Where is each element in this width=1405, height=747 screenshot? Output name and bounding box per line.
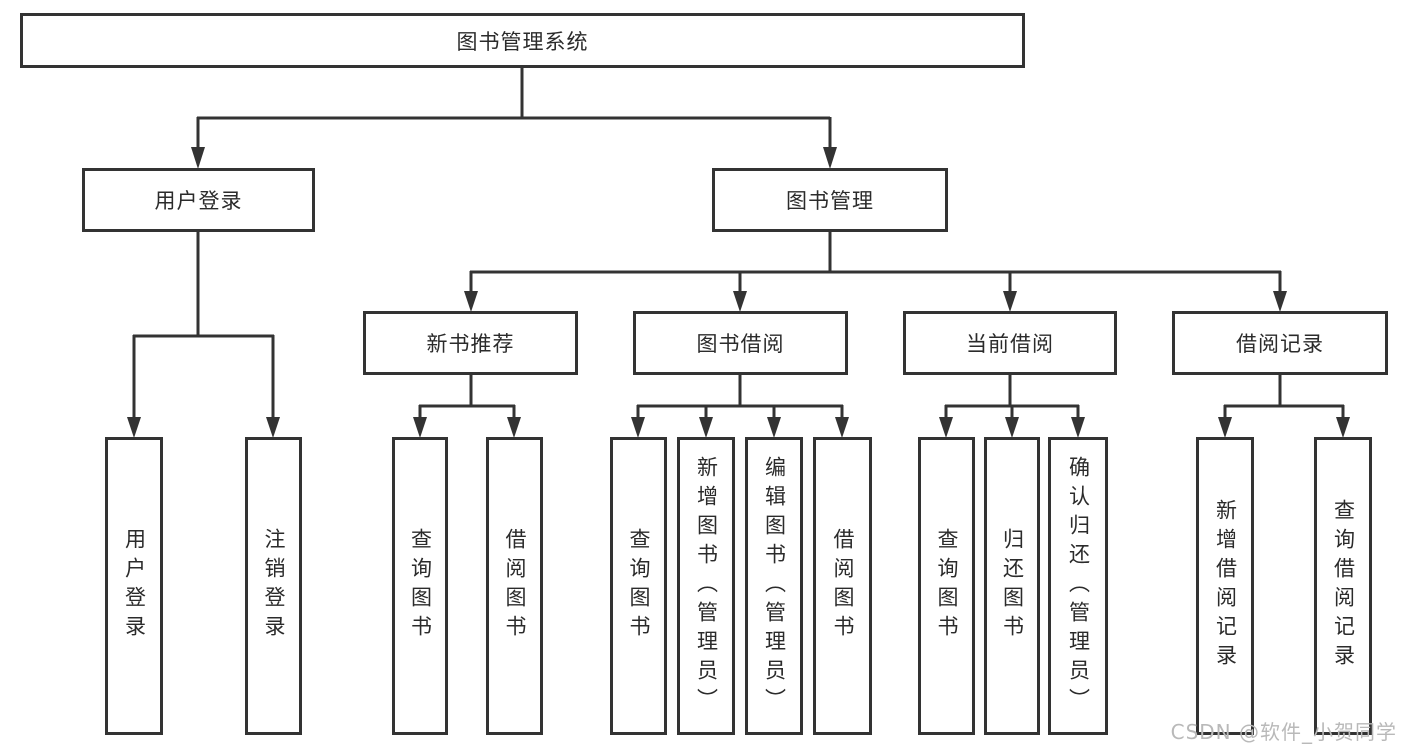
- leaf-current-return-books: 归还图书: [984, 437, 1040, 735]
- leaf-borrow-query-books-label: 查询图书: [627, 528, 651, 644]
- node-new-book-recommend: 新书推荐: [363, 311, 578, 375]
- leaf-borrow-add-books-admin: 新增图书（管理员）: [677, 437, 735, 735]
- leaf-current-query-books-label: 查询图书: [935, 528, 959, 644]
- node-borrow-record: 借阅记录: [1172, 311, 1388, 375]
- arrowhead-group: [127, 147, 1350, 438]
- leaf-newbook-query-books-label: 查询图书: [408, 528, 433, 644]
- leaf-current-query-books: 查询图书: [918, 437, 975, 735]
- leaf-newbook-borrow-books-label: 借阅图书: [503, 528, 527, 644]
- leaf-borrow-edit-books-admin-label: 编辑图书（管理员）: [762, 455, 787, 717]
- leaf-borrow-borrow-books-label: 借阅图书: [831, 528, 855, 644]
- leaf-user-login: 用户登录: [105, 437, 163, 735]
- leaf-borrow-query-books: 查询图书: [610, 437, 667, 735]
- leaf-newbook-borrow-books: 借阅图书: [486, 437, 543, 735]
- leaf-borrow-edit-books-admin: 编辑图书（管理员）: [745, 437, 803, 735]
- leaf-logout: 注销登录: [245, 437, 302, 735]
- leaf-current-return-books-label: 归还图书: [1000, 528, 1025, 644]
- leaf-user-login-label: 用户登录: [122, 528, 147, 644]
- leaf-logout-label: 注销登录: [262, 528, 286, 644]
- node-root: 图书管理系统: [20, 13, 1025, 68]
- leaf-record-query-borrow-record: 查询借阅记录: [1314, 437, 1372, 735]
- node-user-login: 用户登录: [82, 168, 315, 232]
- csdn-watermark: CSDN @软件_小贺同学: [1170, 720, 1397, 744]
- leaf-newbook-query-books: 查询图书: [392, 437, 448, 735]
- leaf-current-confirm-return-admin: 确认归还（管理员）: [1048, 437, 1108, 735]
- leaf-borrow-add-books-admin-label: 新增图书（管理员）: [694, 455, 719, 717]
- leaf-current-confirm-return-admin-label: 确认归还（管理员）: [1066, 455, 1091, 717]
- leaf-record-add-borrow-record-label: 新增借阅记录: [1213, 499, 1238, 673]
- node-book-borrow: 图书借阅: [633, 311, 848, 375]
- node-current-borrow: 当前借阅: [903, 311, 1117, 375]
- leaf-borrow-borrow-books: 借阅图书: [813, 437, 872, 735]
- leaf-record-query-borrow-record-label: 查询借阅记录: [1331, 499, 1356, 673]
- leaf-record-add-borrow-record: 新增借阅记录: [1196, 437, 1254, 735]
- node-book-management: 图书管理: [712, 168, 948, 232]
